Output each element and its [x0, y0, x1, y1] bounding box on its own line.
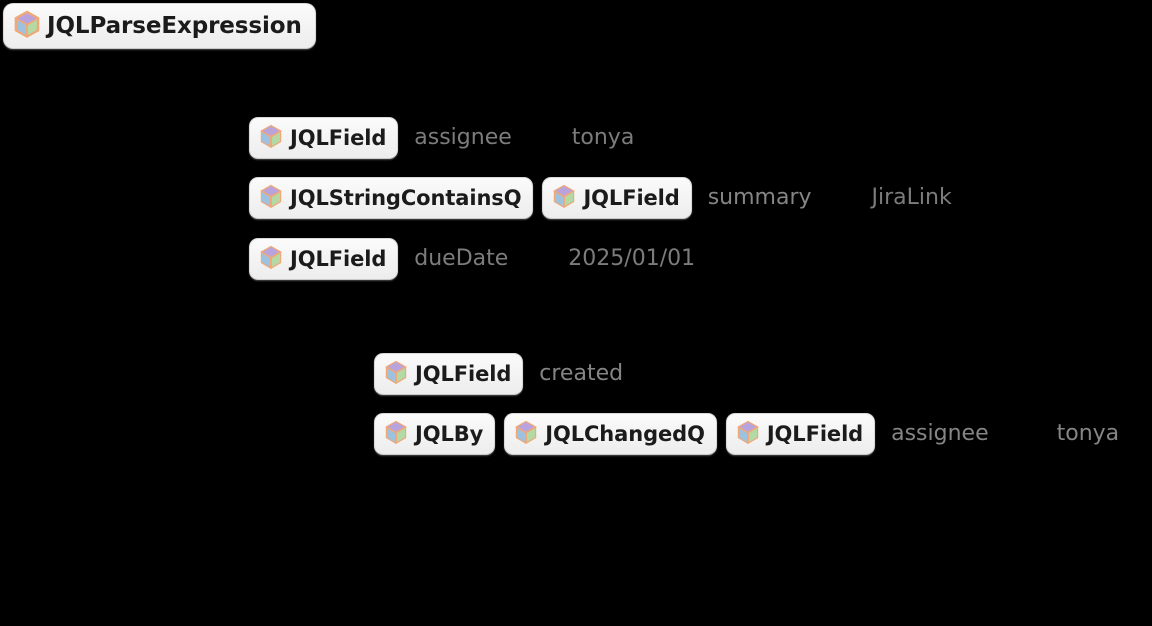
- symbol-badge-jqlfield[interactable]: JQLField: [725, 413, 876, 455]
- symbol-badge-label: JQLParseExpression: [47, 13, 302, 39]
- symbol-badge-jqlfield[interactable]: JQLField: [249, 238, 399, 280]
- argument-field-name: dueDate: [414, 246, 509, 271]
- argument-field-value: tonya: [1056, 421, 1120, 446]
- symbol-badge-label: JQLBy: [415, 422, 484, 446]
- symbol-badge-label: JQLField: [290, 247, 387, 271]
- argument-field-value: JiraLink: [871, 185, 952, 210]
- symbol-badge-jqlby[interactable]: JQLBy: [374, 413, 496, 455]
- cube-icon: [736, 419, 760, 449]
- symbol-badge-jqlfield[interactable]: JQLField: [249, 117, 399, 159]
- symbol-badge-jqlfield[interactable]: JQLField: [374, 353, 524, 395]
- cube-icon: [384, 359, 408, 389]
- argument-field-name: summary: [707, 185, 812, 210]
- symbol-badge-jqlparseexpression[interactable]: JQLParseExpression: [3, 3, 316, 49]
- cube-icon: [259, 123, 283, 153]
- cube-icon: [14, 10, 40, 42]
- symbol-badge-jqlstringcontainsq[interactable]: JQLStringContainsQ: [249, 177, 534, 219]
- symbol-badge-jqlfield[interactable]: JQLField: [542, 177, 692, 219]
- cube-icon: [552, 183, 576, 213]
- argument-field-value: tonya: [571, 125, 635, 150]
- symbol-badge-jqlchangedq[interactable]: JQLChangedQ: [504, 413, 717, 455]
- symbol-badge-label: JQLField: [766, 422, 864, 446]
- symbol-badge-label: JQLField: [290, 126, 387, 150]
- expression-row-assignee[interactable]: JQLField assignee tonya: [249, 117, 634, 159]
- expression-row-duedate[interactable]: JQLField dueDate 2025/01/01: [249, 238, 695, 280]
- argument-field-name: created: [539, 361, 624, 386]
- expression-row-changed-assignee[interactable]: JQLBy JQLChangedQ JQLField assignee tony…: [374, 413, 1119, 455]
- expression-row-summary[interactable]: JQLStringContainsQ JQLField summary Jira…: [249, 177, 952, 219]
- symbol-badge-label: JQLField: [583, 186, 680, 210]
- symbol-badge-label: JQLStringContainsQ: [290, 186, 522, 210]
- argument-field-name: assignee: [414, 125, 512, 150]
- argument-field-name: assignee: [891, 421, 989, 446]
- symbol-badge-label: JQLChangedQ: [545, 422, 705, 446]
- parse-expression-header[interactable]: JQLParseExpression: [3, 3, 316, 49]
- cube-icon: [514, 419, 538, 449]
- symbol-badge-label: JQLField: [415, 362, 512, 386]
- cube-icon: [384, 419, 408, 449]
- cube-icon: [259, 183, 283, 213]
- expression-row-created[interactable]: JQLField created: [374, 353, 623, 395]
- cube-icon: [259, 244, 283, 274]
- argument-field-value: 2025/01/01: [568, 246, 696, 271]
